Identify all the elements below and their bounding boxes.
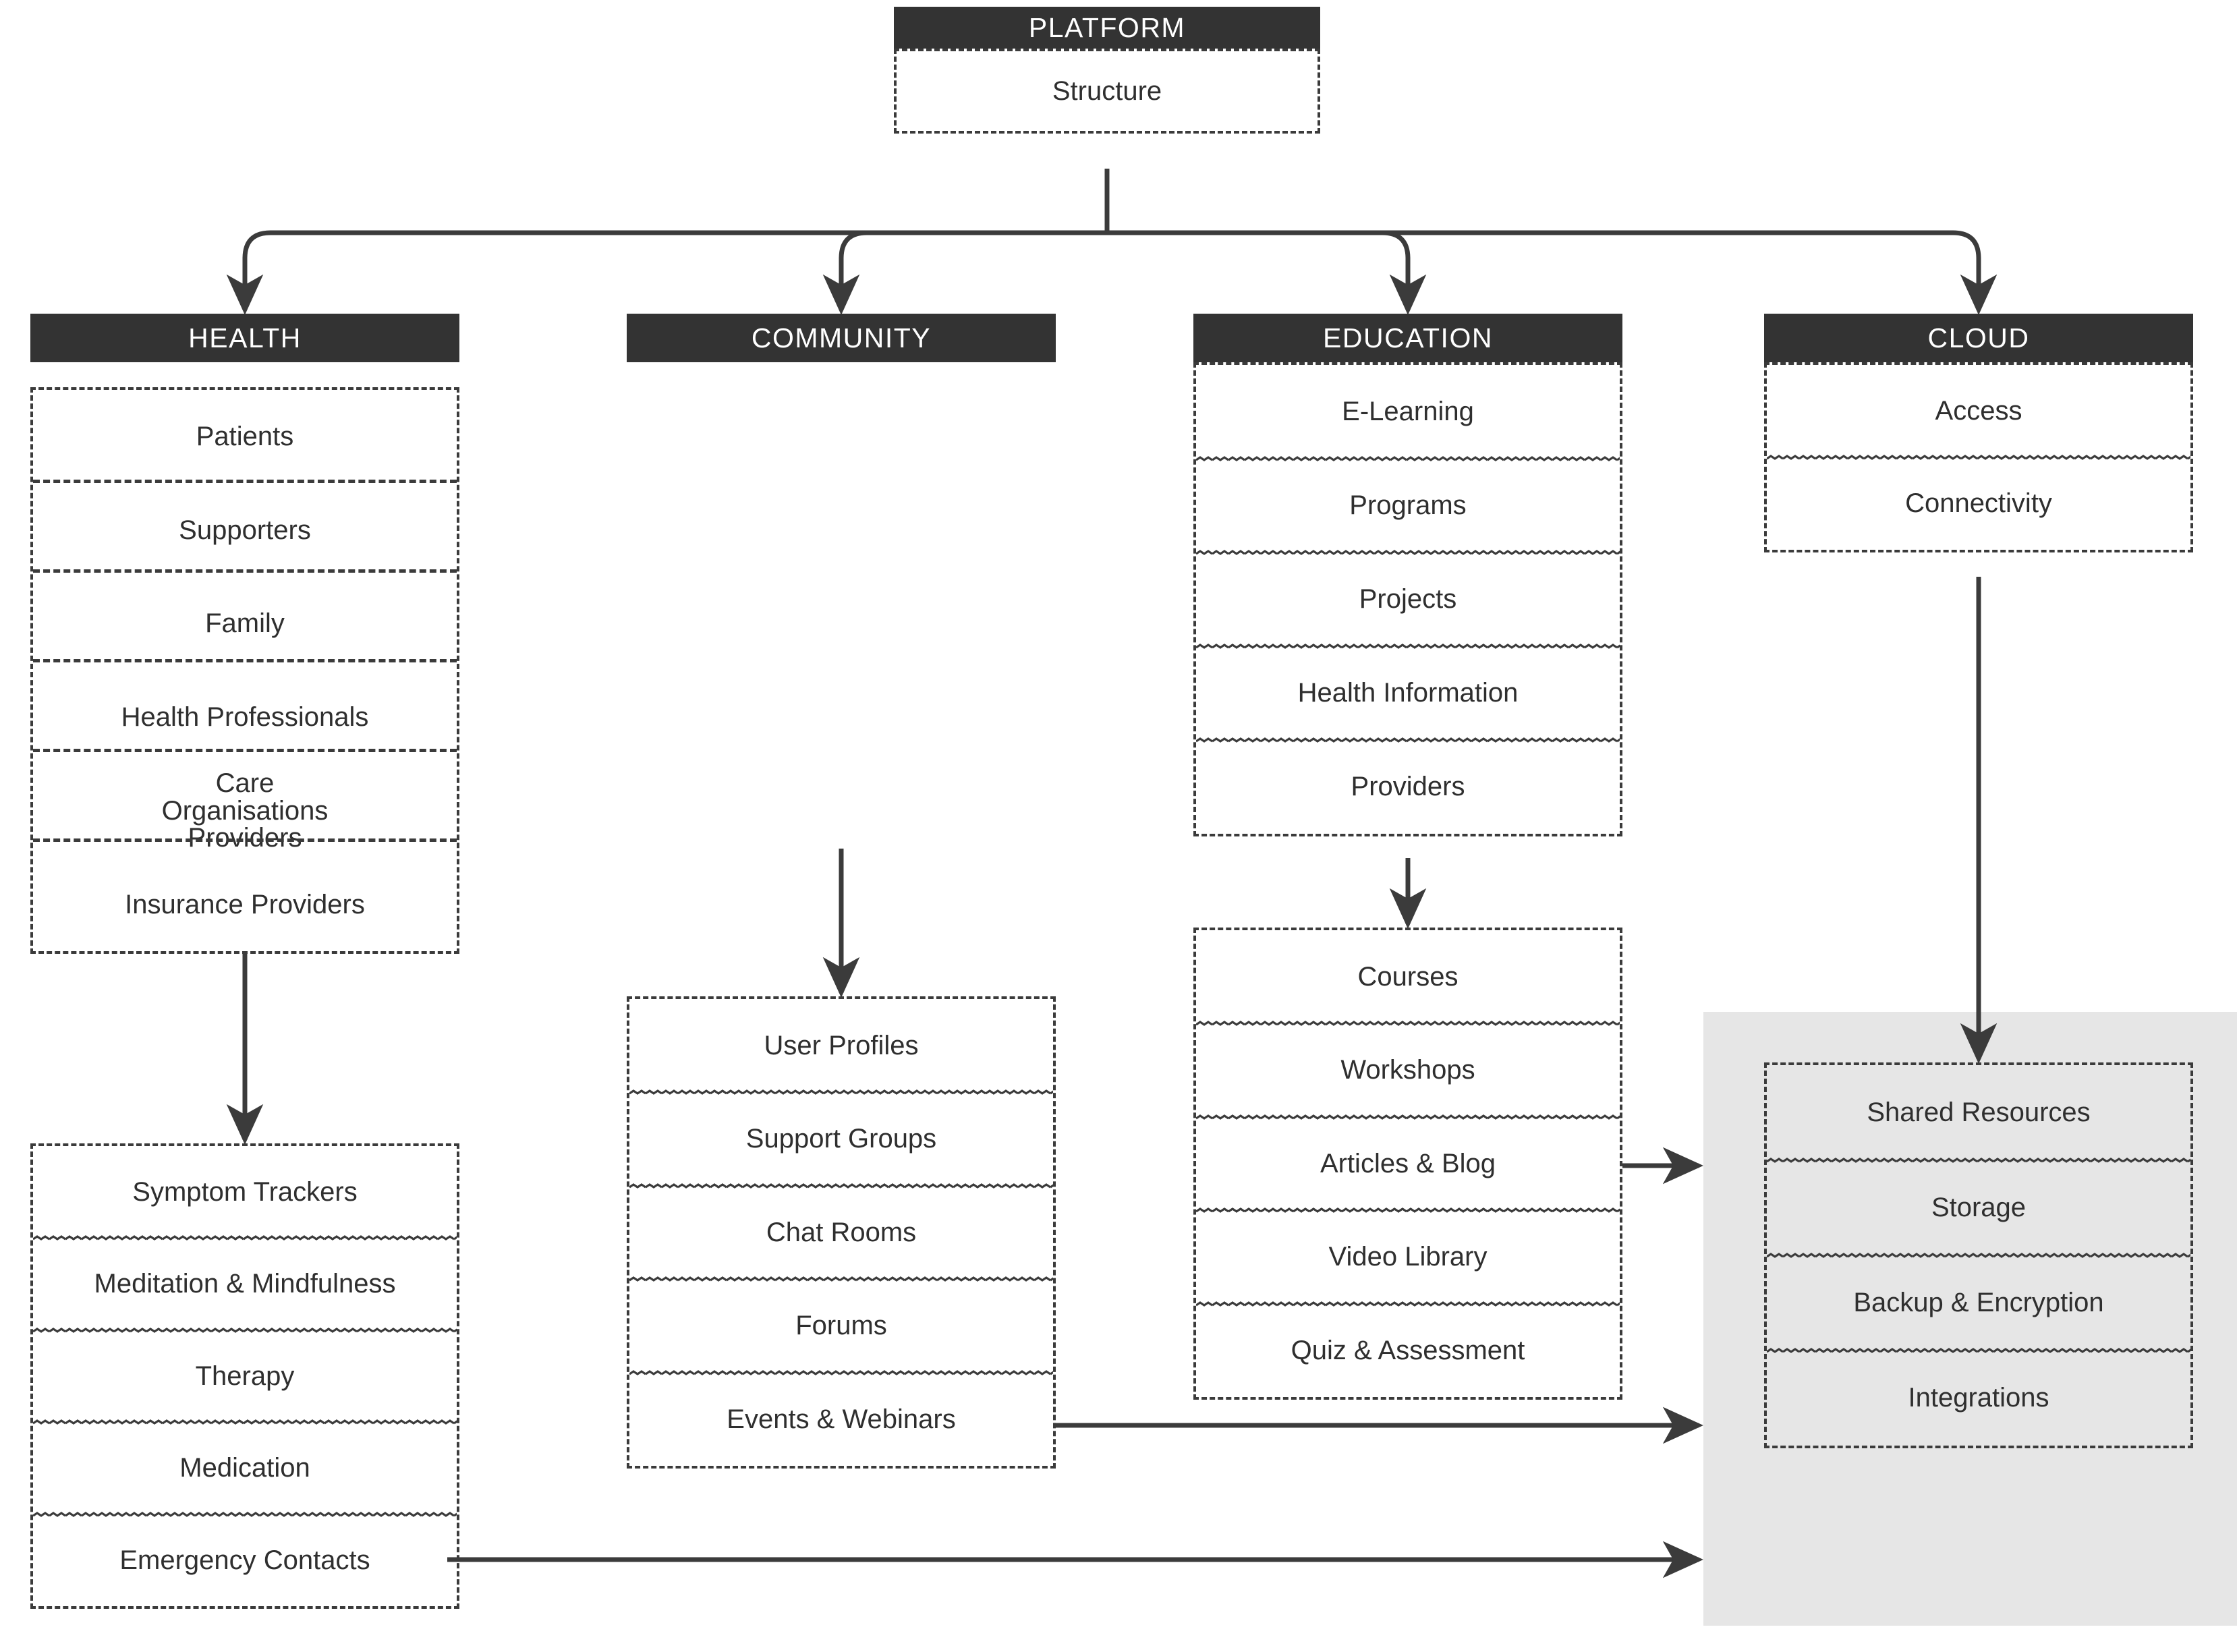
- row-label: Meditation & Mindfulness: [94, 1269, 396, 1299]
- row-label: Health Information: [1297, 678, 1519, 708]
- row-supporters[interactable]: Supporters: [33, 484, 457, 577]
- row-patients[interactable]: Patients: [33, 390, 457, 484]
- row-label: Programs: [1349, 490, 1467, 521]
- row-meditation-mindfulness[interactable]: Meditation & Mindfulness: [33, 1234, 457, 1330]
- connector-platform-community: [822, 230, 1107, 316]
- row-label: Chat Rooms: [766, 1217, 917, 1247]
- row-label: E-Learning: [1342, 397, 1474, 427]
- row-label: Emergency Contacts: [119, 1545, 370, 1575]
- node-education-content-body: Courses Workshops Articles & Blog Video …: [1193, 928, 1622, 1400]
- connector-platform-cloud: [1107, 230, 1998, 316]
- row-label: Care Organisations Providers: [161, 768, 329, 853]
- row-providers[interactable]: Providers: [1196, 737, 1620, 834]
- divider: [33, 749, 457, 752]
- node-platform-body: Structure: [894, 49, 1320, 134]
- row-health-information[interactable]: Health Information: [1196, 643, 1620, 740]
- row-label: Patients: [196, 422, 294, 452]
- row-programs[interactable]: Programs: [1196, 455, 1620, 552]
- node-education-body: E-Learning Programs Projects Health Info…: [1193, 362, 1622, 836]
- node-platform-header: PLATFORM: [894, 7, 1320, 49]
- row-articles-blog[interactable]: Articles & Blog: [1196, 1113, 1620, 1210]
- row-label: Connectivity: [1905, 488, 2052, 519]
- row-backup-encryption[interactable]: Backup & Encryption: [1767, 1252, 2190, 1350]
- cloud-resources-panel: [1703, 1012, 2237, 1626]
- node-education[interactable]: EDUCATION E-Learning Programs Projects H…: [1193, 314, 1622, 836]
- divider: [33, 838, 457, 842]
- row-structure[interactable]: Structure: [897, 51, 1318, 131]
- divider: [33, 569, 457, 573]
- node-community-features-body: User Profiles Support Groups Chat Rooms …: [627, 996, 1056, 1469]
- row-label: Backup & Encryption: [1853, 1288, 2104, 1318]
- row-label: Insurance Providers: [125, 889, 365, 919]
- divider: [33, 480, 457, 483]
- row-chat-rooms[interactable]: Chat Rooms: [629, 1182, 1053, 1279]
- row-integrations[interactable]: Integrations: [1767, 1347, 2190, 1446]
- row-support-groups[interactable]: Support Groups: [629, 1089, 1053, 1185]
- node-health-body: Patients Supporters Family Health Profes…: [30, 387, 459, 954]
- row-storage[interactable]: Storage: [1767, 1157, 2190, 1255]
- row-label: Providers: [1351, 772, 1465, 802]
- row-label: Articles & Blog: [1320, 1148, 1496, 1178]
- row-quiz-assessment[interactable]: Quiz & Assessment: [1196, 1300, 1620, 1397]
- node-health-header: HEALTH: [30, 314, 459, 362]
- row-access[interactable]: Access: [1767, 365, 2190, 457]
- row-label: Symptom Trackers: [132, 1177, 358, 1207]
- divider: [33, 659, 457, 662]
- row-label: Shared Resources: [1867, 1098, 2091, 1128]
- row-label: Therapy: [195, 1361, 295, 1391]
- row-projects[interactable]: Projects: [1196, 549, 1620, 646]
- row-shared-resources[interactable]: Shared Resources: [1767, 1065, 2190, 1160]
- row-family[interactable]: Family: [33, 577, 457, 671]
- row-label: Courses: [1357, 962, 1459, 992]
- row-label: Events & Webinars: [727, 1404, 956, 1434]
- row-label: Quiz & Assessment: [1291, 1335, 1525, 1365]
- row-label: Medication: [179, 1453, 310, 1483]
- row-connectivity[interactable]: Connectivity: [1767, 454, 2190, 550]
- row-label: Integrations: [1908, 1383, 2049, 1413]
- row-courses[interactable]: Courses: [1196, 930, 1620, 1023]
- row-medication[interactable]: Medication: [33, 1419, 457, 1514]
- row-label: Access: [1935, 396, 2022, 426]
- node-platform[interactable]: PLATFORM Structure: [894, 7, 1320, 134]
- row-label: Workshops: [1340, 1055, 1475, 1085]
- connector-platform-education: [1107, 230, 1427, 316]
- row-video-library[interactable]: Video Library: [1196, 1207, 1620, 1303]
- node-cloud-header: CLOUD: [1764, 314, 2193, 362]
- row-insurance-providers[interactable]: Insurance Providers: [33, 857, 457, 951]
- connector-platform-health: [226, 230, 1107, 316]
- row-label: Support Groups: [745, 1124, 937, 1154]
- row-label: Video Library: [1328, 1242, 1488, 1272]
- row-emergency-contacts[interactable]: Emergency Contacts: [33, 1510, 457, 1606]
- row-health-professionals[interactable]: Health Professionals: [33, 671, 457, 764]
- row-events-webinars[interactable]: Events & Webinars: [629, 1369, 1053, 1466]
- node-community[interactable]: COMMUNITY: [627, 314, 1056, 362]
- node-community-header: COMMUNITY: [627, 314, 1056, 362]
- row-label: Projects: [1359, 584, 1457, 615]
- node-health-tools-body: Symptom Trackers Meditation & Mindfulnes…: [30, 1143, 459, 1609]
- node-cloud-body: Access Connectivity: [1764, 362, 2193, 552]
- node-health[interactable]: HEALTH: [30, 314, 459, 362]
- row-care-organisations-providers[interactable]: Care Organisations Providers: [33, 764, 457, 858]
- row-user-profiles[interactable]: User Profiles: [629, 999, 1053, 1092]
- row-label: Forums: [795, 1311, 887, 1341]
- node-cloud-resources-body: Shared Resources Storage Backup & Encryp…: [1764, 1062, 2193, 1448]
- row-symptom-trackers[interactable]: Symptom Trackers: [33, 1146, 457, 1238]
- row-label: Storage: [1931, 1193, 2027, 1223]
- row-label: Structure: [1052, 76, 1162, 106]
- node-education-header: EDUCATION: [1193, 314, 1622, 362]
- row-label: Supporters: [179, 515, 311, 545]
- row-e-learning[interactable]: E-Learning: [1196, 365, 1620, 459]
- row-forums[interactable]: Forums: [629, 1276, 1053, 1372]
- row-label: User Profiles: [764, 1031, 919, 1060]
- row-label: Family: [205, 608, 285, 639]
- row-therapy[interactable]: Therapy: [33, 1326, 457, 1422]
- row-workshops[interactable]: Workshops: [1196, 1020, 1620, 1116]
- row-label: Health Professionals: [121, 702, 369, 733]
- node-cloud[interactable]: CLOUD Access Connectivity: [1764, 314, 2193, 552]
